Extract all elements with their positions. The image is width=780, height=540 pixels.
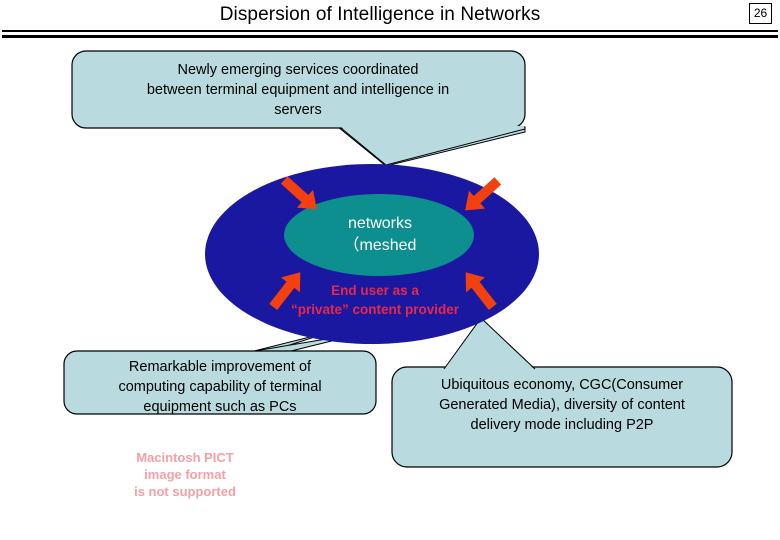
callout-left-box	[63, 350, 377, 415]
callout-bottom-right	[391, 317, 733, 468]
header-divider-lower	[2, 35, 778, 38]
callout-right-tail-redraw	[444, 318, 534, 369]
callout-top-tail-fill	[340, 126, 524, 165]
header-divider-upper	[2, 30, 778, 32]
page-title: Dispersion of Intelligence in Networks	[219, 4, 541, 25]
page-number-badge: 26	[749, 3, 772, 24]
callout-bottom-left	[63, 331, 377, 415]
arrow-bottom-right	[465, 272, 497, 310]
callout-right-box	[391, 366, 733, 468]
callout-top	[71, 50, 526, 167]
arrow-top-right	[465, 177, 502, 211]
callout-top-box	[71, 50, 526, 129]
arrow-bottom-left	[269, 272, 301, 310]
inner-core-ellipse	[284, 194, 474, 276]
arrow-top-left	[280, 176, 317, 210]
